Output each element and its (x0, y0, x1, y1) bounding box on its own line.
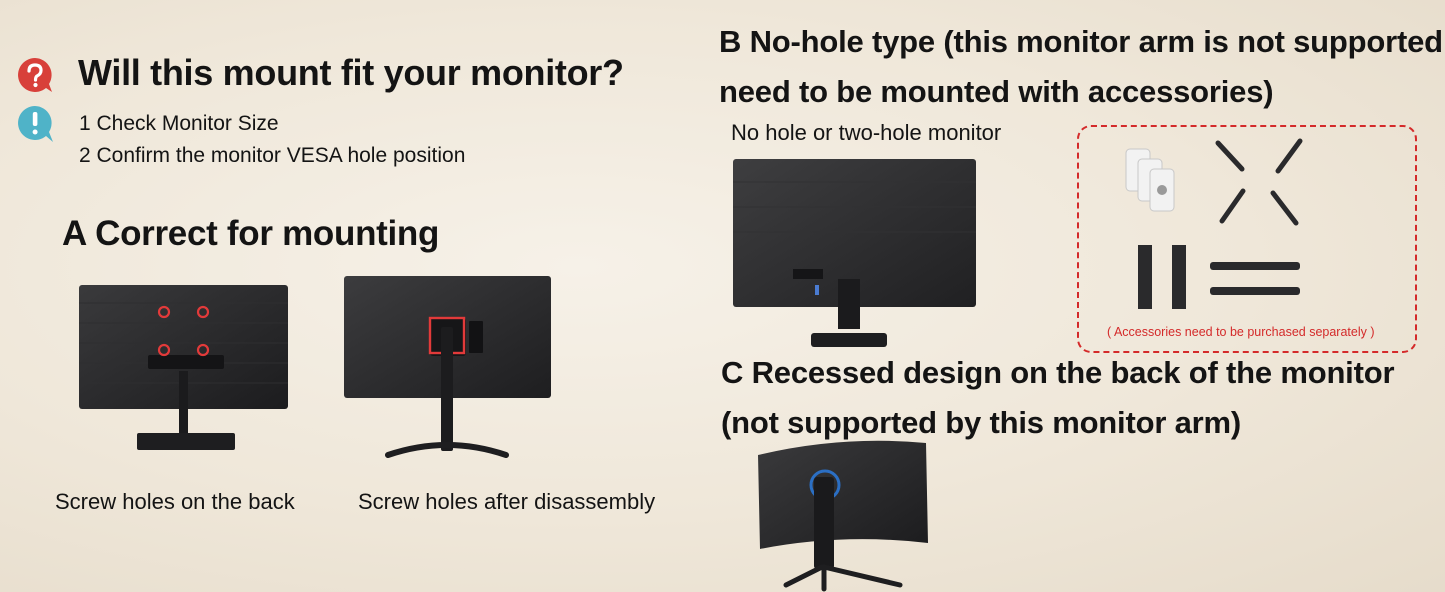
accessories-box (1077, 125, 1417, 353)
no-hole-monitor-image (731, 157, 979, 353)
caption-screw-holes-disassembly: Screw holes after disassembly (358, 489, 656, 514)
section-b-subtitle: No hole or two-hole monitor (731, 120, 1002, 145)
step-check-size: 1 Check Monitor Size (79, 112, 279, 135)
question-heading: Will this mount fit your monitor? (78, 52, 624, 93)
section-a-title: A Correct for mounting (62, 214, 440, 253)
question-bubble-icon (16, 56, 54, 94)
caption-screw-holes-back: Screw holes on the back (55, 489, 295, 514)
monitor-back-screw-holes-image (78, 283, 290, 455)
section-b-title-line1: B No-hole type (this monitor arm is not … (719, 24, 1445, 59)
section-c-title-line1: C Recessed design on the back of the mon… (721, 355, 1395, 390)
monitor-back-disassembled-image (342, 275, 554, 463)
recessed-monitor-image (752, 437, 932, 592)
accessories-note: ( Accessories need to be purchased separ… (1107, 325, 1375, 339)
section-b-title-line2: need to be mounted with accessories) (719, 74, 1274, 109)
info-bubble-icon (16, 104, 54, 144)
section-c-title-line2: (not supported by this monitor arm) (721, 405, 1241, 440)
step-confirm-vesa: 2 Confirm the monitor VESA hole position (79, 144, 466, 167)
vesa-adapter-accessories-image (1110, 133, 1310, 313)
